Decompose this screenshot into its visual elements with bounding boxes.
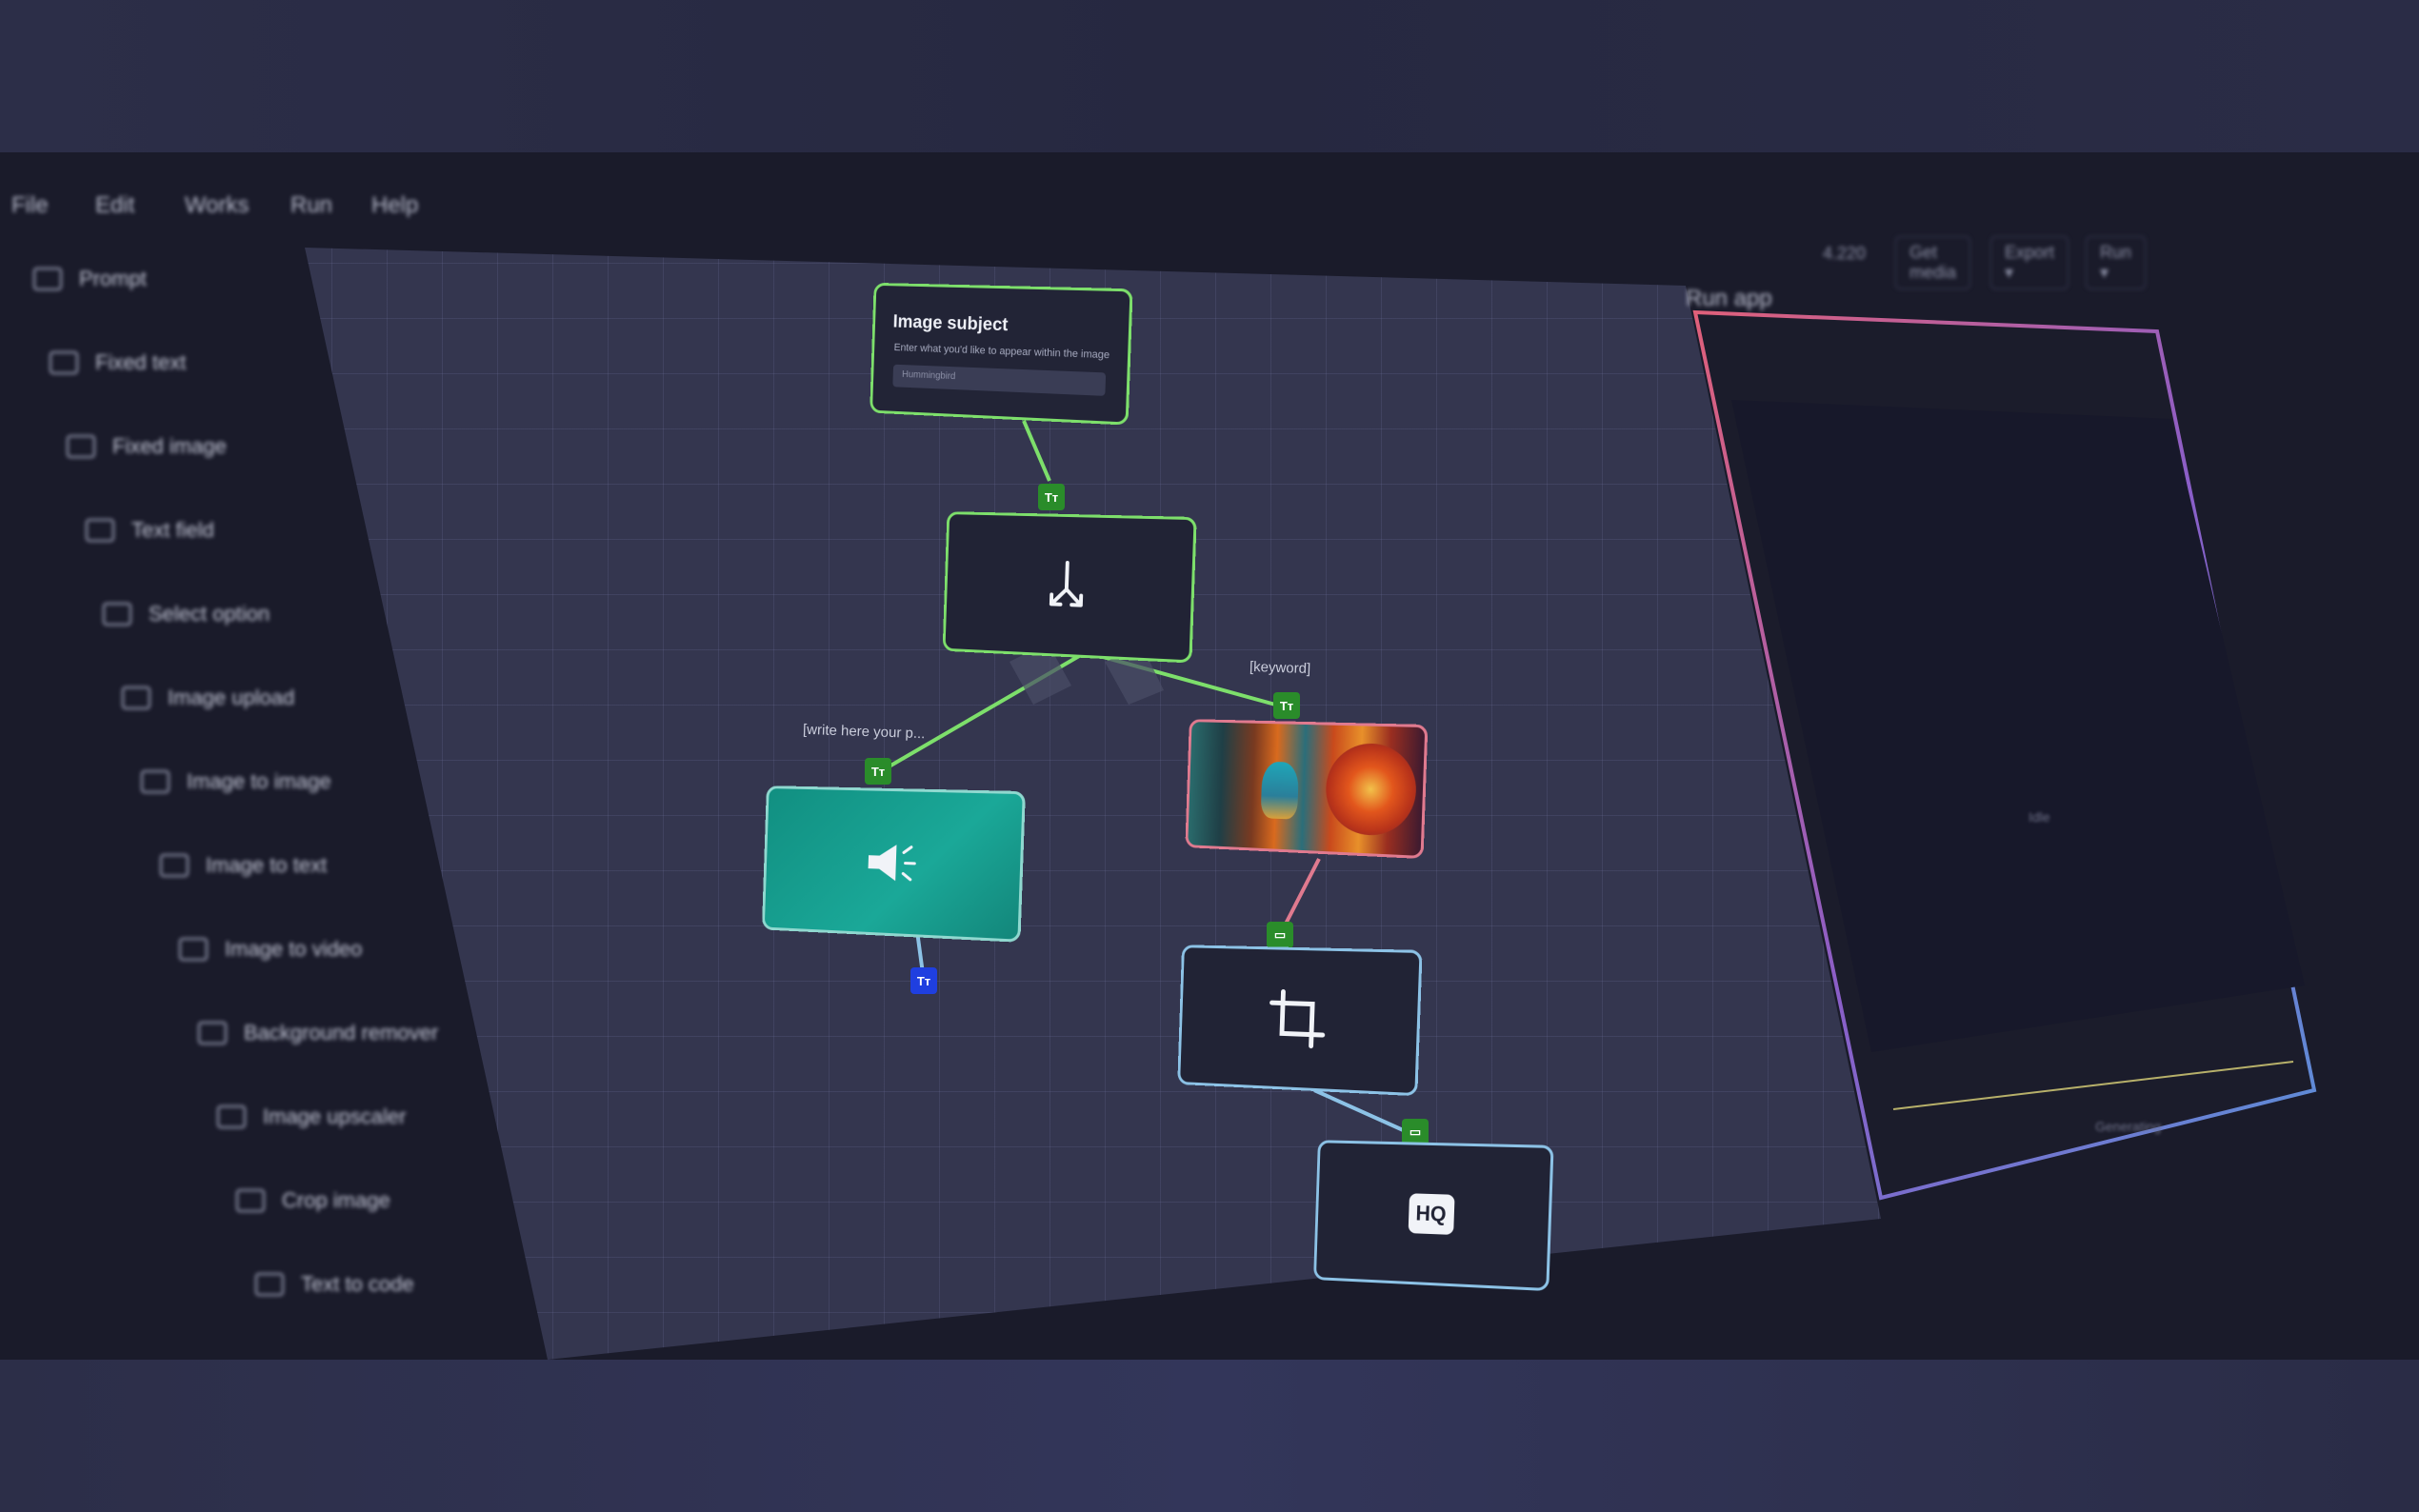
text-output-badge[interactable]: Tт [910,967,937,994]
text-port-badge[interactable]: Tт [1038,484,1065,510]
run-panel: Run app Idle Generating [1676,276,2324,1228]
bird-image [1261,762,1299,820]
preview-area [1676,276,2324,1228]
text-port-badge[interactable]: Tт [1273,692,1300,719]
app-window: File Edit Works Run Help 4.220 Get media… [0,152,2419,1360]
image-subject-node[interactable]: Image subject Enter what you'd like to a… [870,283,1132,426]
image-port-badge[interactable]: ▭ [1267,922,1293,948]
generate-button[interactable]: Generating [2095,1119,2161,1134]
backdrop-bottom [0,1360,2419,1512]
split-node[interactable] [943,511,1197,663]
generated-image-node[interactable] [1185,719,1428,859]
image-upscaler-node[interactable]: HQ [1313,1140,1553,1291]
hq-icon: HQ [1408,1193,1454,1235]
text-to-speech-node[interactable] [762,786,1026,943]
edge-label-keyword: [keyword] [1249,659,1311,677]
edge-input-split [1024,421,1050,481]
text-port-badge[interactable]: Tт [865,758,891,785]
node-title: Image subject [892,312,1008,337]
node-description: Enter what you'd like to appear within t… [893,342,1110,361]
subject-input-placeholder: Hummingbird [902,369,956,382]
backdrop-top [0,0,2419,152]
split-icon [1038,556,1095,615]
flower-image [1325,743,1418,838]
subject-input[interactable]: Hummingbird [892,365,1106,396]
crop-icon [1267,987,1328,1050]
megaphone-icon [862,838,919,887]
crop-image-node[interactable] [1177,945,1422,1096]
preview-status: Idle [2029,809,2050,825]
edge-crop-hq [1314,1090,1409,1133]
